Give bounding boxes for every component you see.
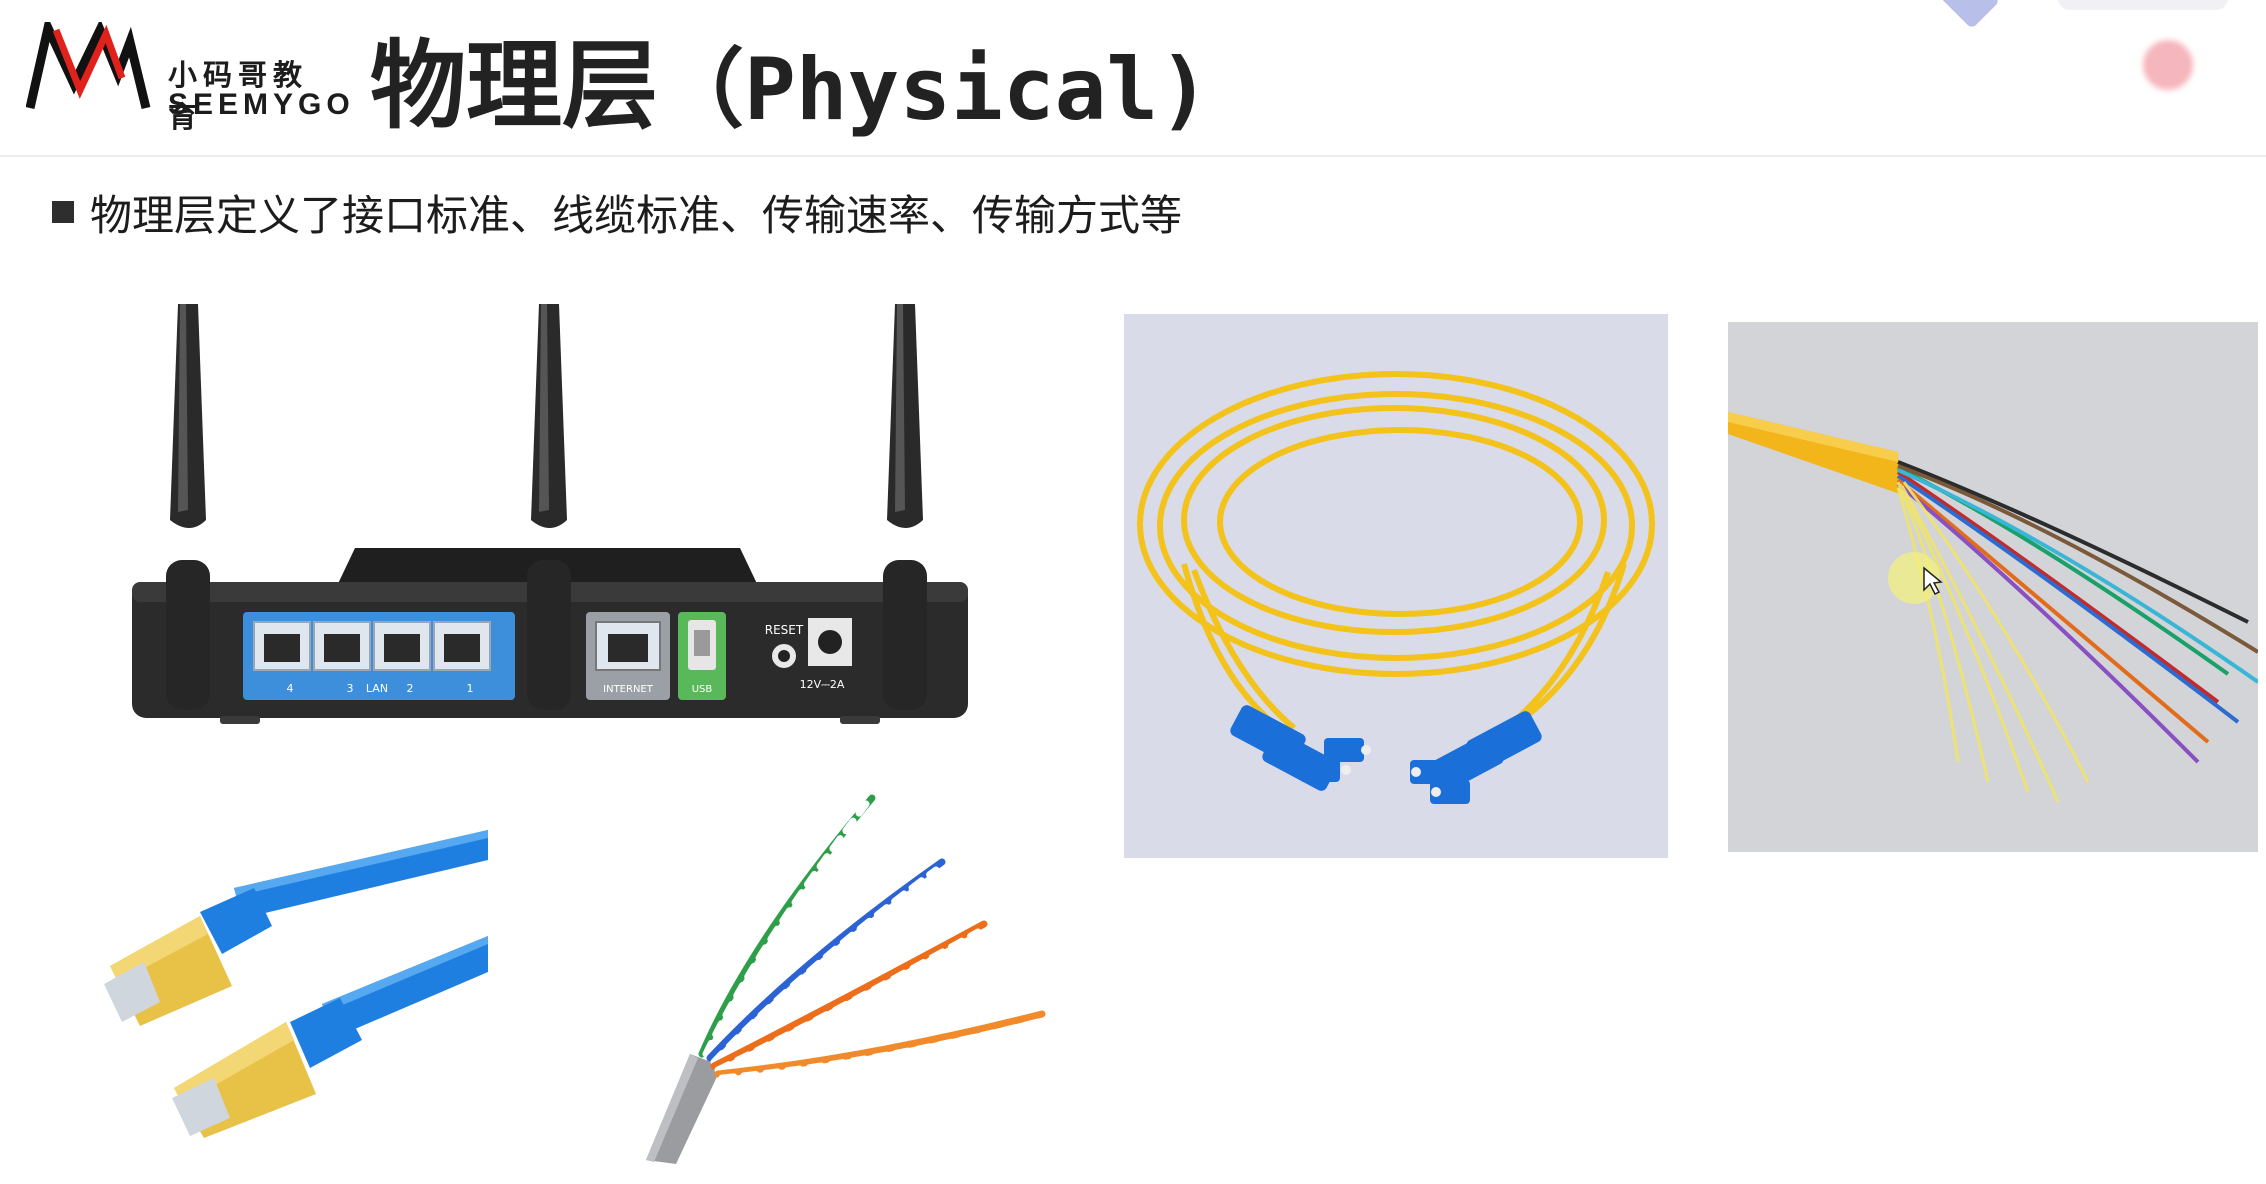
fiber-optic-bundle-image	[1728, 322, 2258, 852]
fiber-patch-cable-image	[1124, 314, 1668, 858]
twisted-pair-image	[640, 792, 1052, 1170]
logo-en-text: SEEMYGO	[168, 88, 355, 121]
fiber-optic-bundle-icon	[1728, 322, 2258, 852]
mouse-cursor-icon	[1923, 566, 1943, 596]
seemygo-logo: 小码哥教育 SEEMYGO	[26, 22, 350, 134]
bullet-point: 物理层定义了接口标准、线缆标准、传输速率、传输方式等	[52, 184, 1182, 240]
lan-port-3-label: 3	[347, 682, 354, 695]
bullet-square-icon	[52, 201, 74, 223]
title-cn: 物理层	[370, 30, 658, 142]
recording-dot-icon	[2143, 40, 2193, 90]
lan-port-1-label: 1	[467, 682, 474, 695]
ethernet-cable-icon	[104, 830, 488, 1138]
usb-label: USB	[692, 684, 713, 695]
logo-cn-text: 小码哥教育	[168, 58, 309, 134]
faint-overlay-text	[2058, 0, 2228, 10]
logo-mark-icon	[26, 22, 151, 110]
lan-label: LAN	[366, 682, 388, 695]
overlay-badge-icon	[1937, 0, 2001, 30]
lan-port-2-label: 2	[407, 682, 414, 695]
lan-port-4-label: 4	[287, 682, 294, 695]
bullet-text: 物理层定义了接口标准、线缆标准、传输速率、传输方式等	[90, 190, 1183, 240]
router-image: 4 3 LAN 2 1 INTERNET USB RESET 12V⎓2A	[120, 300, 980, 730]
slide-title: 物理层（Physical)	[370, 26, 1210, 150]
internet-label: INTERNET	[603, 684, 654, 695]
slide-header: 小码哥教育 SEEMYGO 物理层（Physical)	[0, 0, 2266, 157]
reset-label: RESET	[765, 623, 804, 637]
title-en: （Physical)	[658, 40, 1210, 140]
power-label: 12V⎓2A	[800, 678, 845, 691]
ethernet-cable-image	[104, 826, 488, 1146]
router-icon: 4 3 LAN 2 1 INTERNET USB RESET 12V⎓2A	[132, 304, 968, 724]
fiber-patch-cable-icon	[1124, 314, 1668, 858]
twisted-pair-icon	[646, 794, 1046, 1164]
